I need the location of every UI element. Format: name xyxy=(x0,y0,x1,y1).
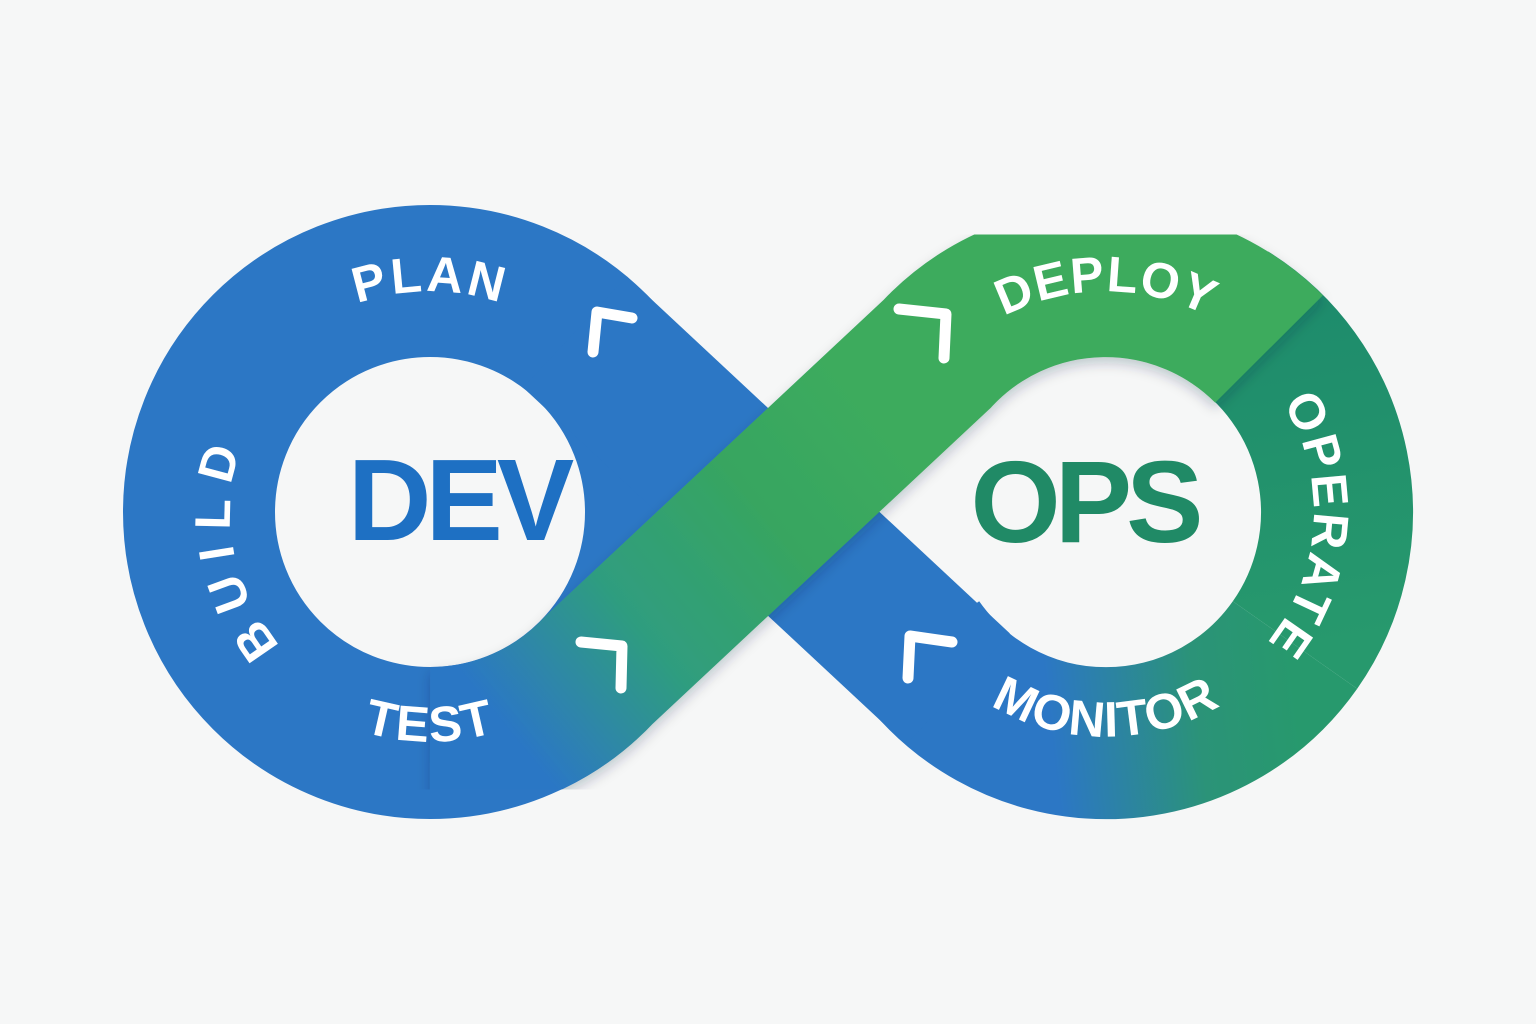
ops-loop-side-arc xyxy=(1186,251,1413,689)
flow-arrow-top-left-icon xyxy=(587,306,638,358)
ops-loop-bottom-arc xyxy=(854,599,1358,820)
stage-label-test: TEST xyxy=(360,688,499,753)
flow-arrow-bottom-left-icon xyxy=(575,636,628,694)
ops-label: OPS xyxy=(971,437,1200,567)
test-to-deploy-band xyxy=(428,205,1323,820)
flow-arrow-top-right-icon xyxy=(893,303,952,364)
dev-label: DEV xyxy=(348,435,574,565)
flow-arrow-bottom-right-icon xyxy=(902,630,958,684)
